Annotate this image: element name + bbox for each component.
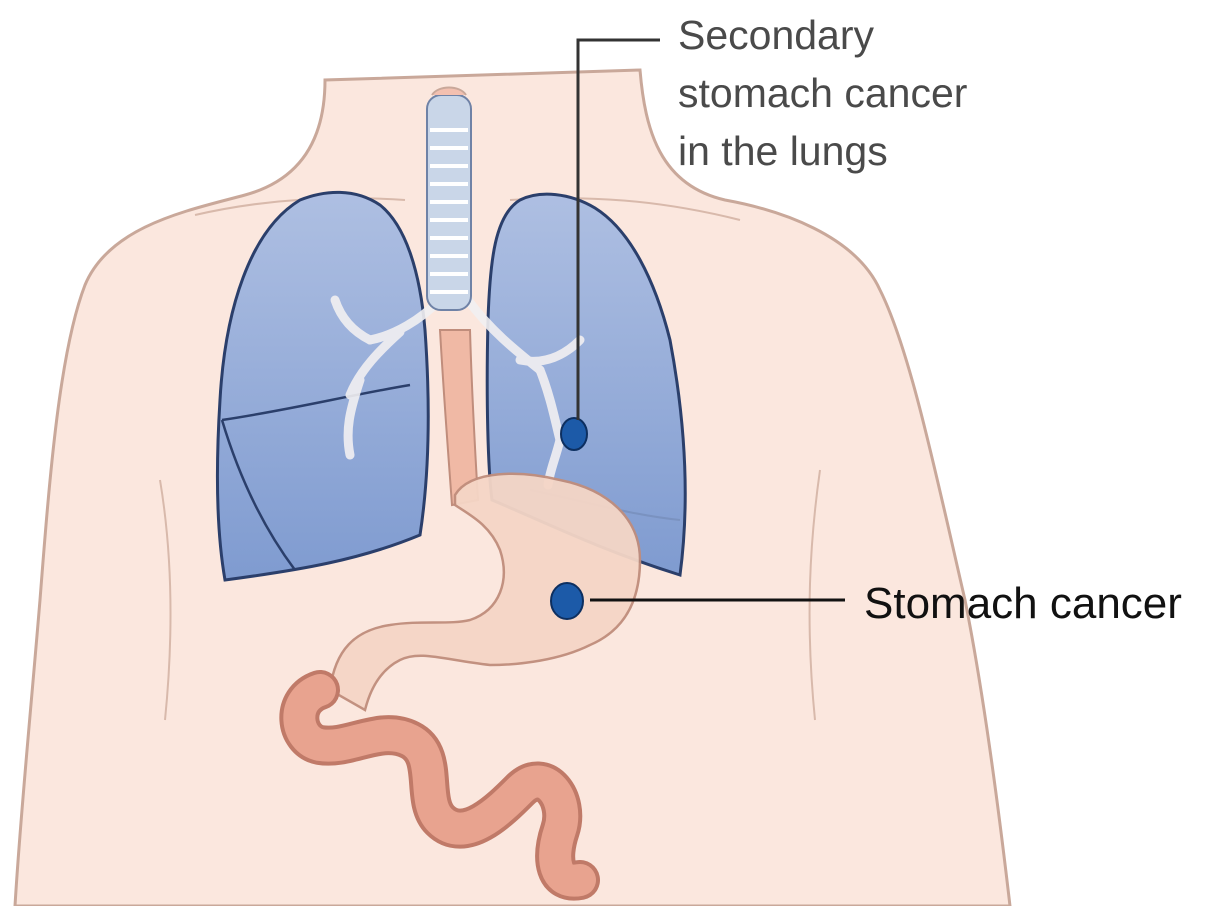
- tumor-lung: [561, 418, 587, 450]
- trachea: [427, 88, 471, 311]
- label-secondary-cancer: Secondary stomach cancer in the lungs: [678, 6, 967, 180]
- label-secondary-line3: in the lungs: [678, 122, 967, 180]
- tumor-stomach: [551, 583, 583, 619]
- label-stomach-cancer: Stomach cancer: [864, 578, 1182, 630]
- label-secondary-line1: Secondary: [678, 6, 967, 64]
- label-secondary-line2: stomach cancer: [678, 64, 967, 122]
